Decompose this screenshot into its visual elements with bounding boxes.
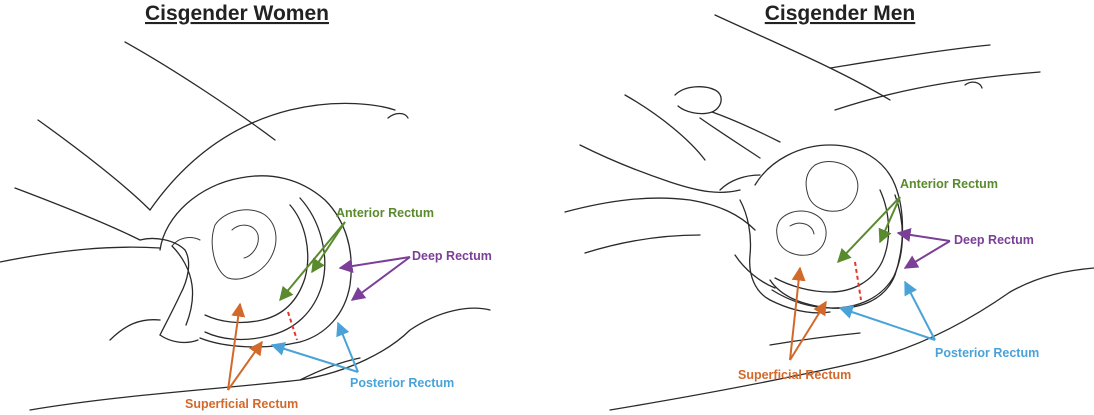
men-superficial-label: Superficial Rectum (738, 368, 851, 382)
men-anatomy-drawing (564, 14, 1094, 411)
men-superficial-arrow-1 (789, 266, 806, 361)
women-deep-label: Deep Rectum (412, 249, 492, 263)
women-anatomy-drawing (0, 41, 491, 411)
men-anterior-arrow-1 (837, 196, 901, 264)
men-posterior-label: Posterior Rectum (935, 346, 1039, 360)
women-anterior-arrow-2 (311, 221, 346, 274)
men-deep-label: Deep Rectum (954, 233, 1034, 247)
women-panel: Cisgender Women (0, 2, 492, 411)
men-superficial-arrow-2 (789, 300, 827, 361)
men-title: Cisgender Men (765, 2, 916, 25)
women-posterior-arrow-2 (270, 342, 359, 373)
women-superficial-arrow-2 (227, 302, 246, 391)
women-posterior-arrow-1 (336, 321, 359, 373)
men-anterior-arrow-2 (878, 196, 901, 244)
women-deep-arrow-2 (350, 256, 411, 301)
men-boundary-line (854, 261, 862, 301)
men-deep-arrow-2 (903, 240, 951, 269)
women-superficial-label: Superficial Rectum (185, 397, 298, 411)
men-posterior-arrow-2 (838, 305, 936, 341)
women-superficial-arrow-1 (227, 340, 263, 391)
women-posterior-label: Posterior Rectum (350, 376, 454, 390)
women-boundary-line (287, 311, 298, 341)
women-title: Cisgender Women (145, 2, 329, 25)
men-arrows (789, 196, 951, 361)
men-anterior-label: Anterior Rectum (900, 177, 998, 191)
men-posterior-arrow-1 (904, 280, 936, 341)
women-deep-arrow-1 (338, 256, 411, 273)
men-deep-arrow-1 (896, 227, 951, 242)
women-anterior-label: Anterior Rectum (336, 206, 434, 220)
women-anterior-arrow-1 (279, 221, 346, 302)
women-arrows (227, 221, 411, 391)
men-panel: Cisgender Men (564, 2, 1094, 411)
